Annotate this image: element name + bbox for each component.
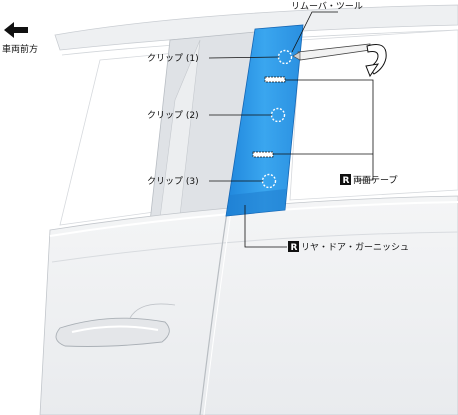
car-body-illustration <box>39 0 458 415</box>
tape-badge: R <box>343 176 350 186</box>
garnish-badge: R <box>291 243 298 253</box>
vehicle-front-indicator: 車両前方 <box>2 22 38 55</box>
tape-marker-lower <box>252 151 274 158</box>
remover-tool-icon <box>292 43 387 78</box>
clip-1-label: クリップ (1) <box>147 53 199 64</box>
tape-label: 両面テープ <box>353 175 397 186</box>
direction-label: 車両前方 <box>2 43 38 55</box>
clip-2-label: クリップ (2) <box>147 110 199 121</box>
rear-door-garnish <box>225 24 304 217</box>
remover-tool-label: リムーバ・ツール <box>291 1 363 12</box>
clip-3-label: クリップ (3) <box>147 176 199 187</box>
tape-callout: R 両面テープ <box>340 174 397 186</box>
tape-marker-upper <box>264 76 286 83</box>
garnish-callout: R リヤ・ドア・ガーニッシュ <box>288 241 409 253</box>
leader-lines <box>208 11 374 248</box>
garnish-label: リヤ・ドア・ガーニッシュ <box>301 242 409 253</box>
left-arrow-icon <box>4 22 28 38</box>
